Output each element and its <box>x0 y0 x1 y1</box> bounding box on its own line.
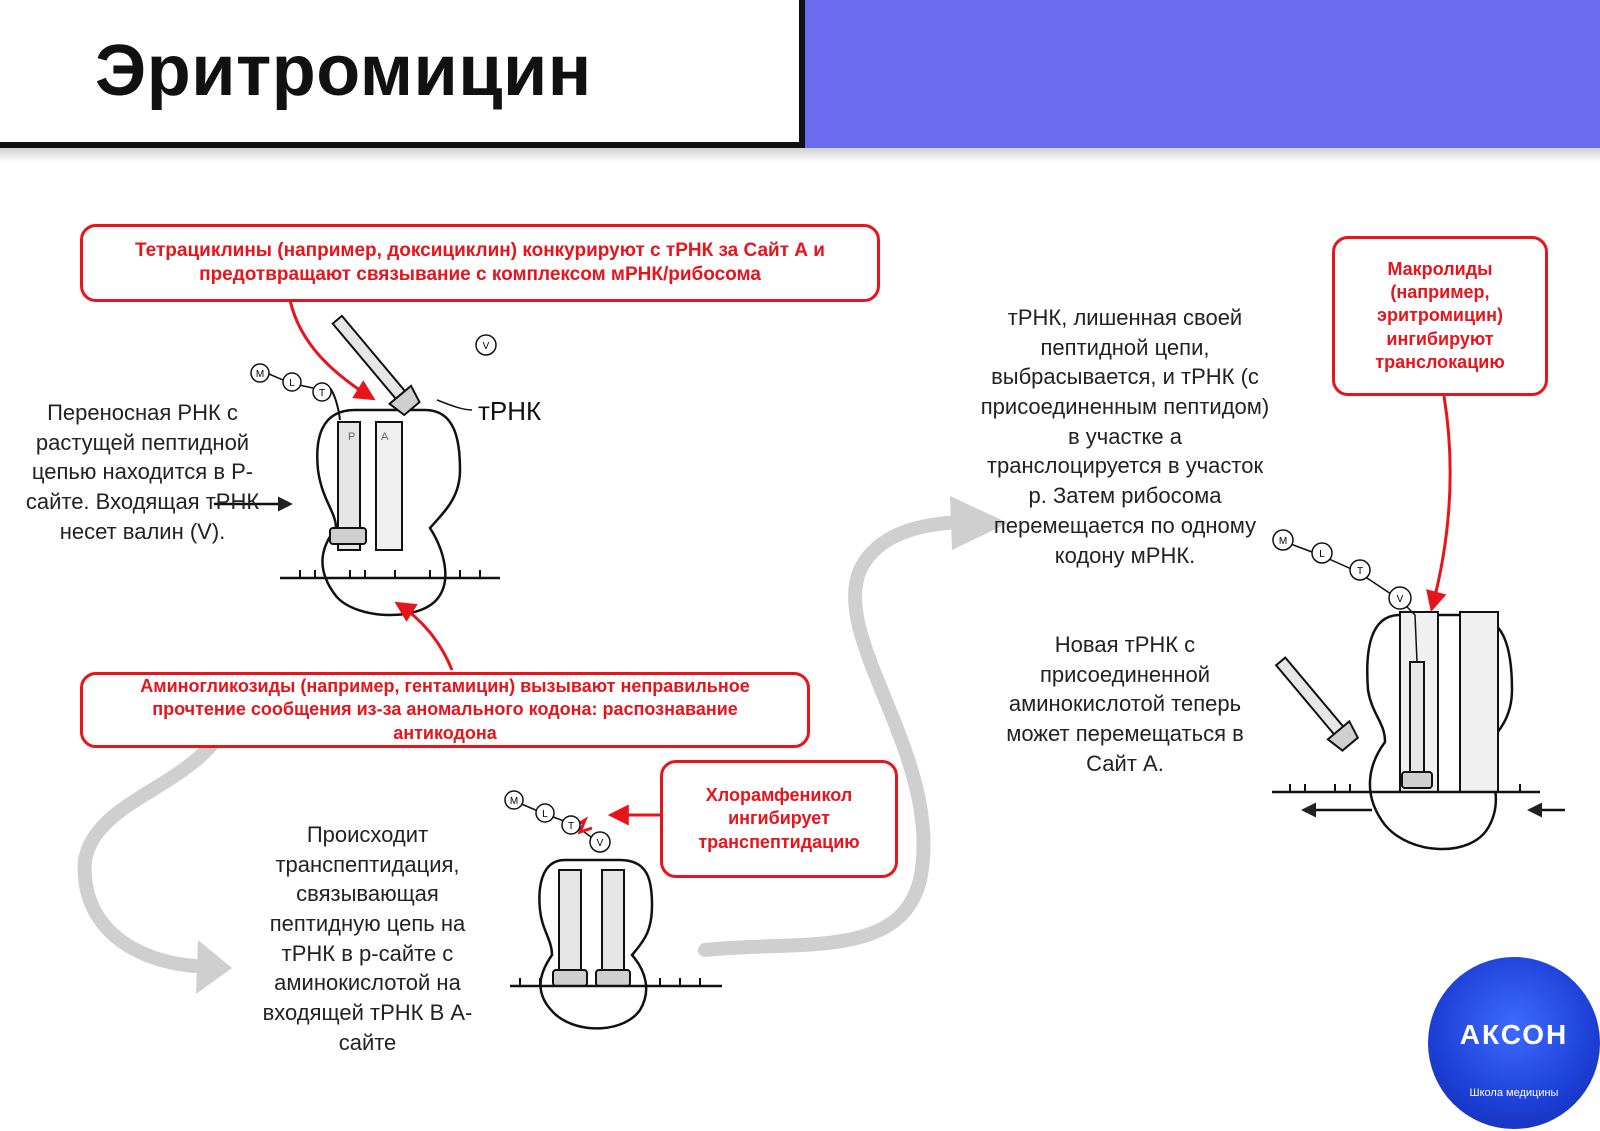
amino-v-incoming <box>475 334 497 356</box>
ribosome-2-a-trna <box>601 869 625 981</box>
amino-m-1 <box>250 363 270 383</box>
amino-v-2 <box>589 831 611 853</box>
callout-macrolides: Макролиды (например, эритромицин) ингиби… <box>1332 236 1548 396</box>
trna-label-leader <box>436 399 473 411</box>
callout-aminoglycosides: Аминогликозиды (например, гентамицин) вы… <box>80 672 810 748</box>
svg-text:L: L <box>1319 549 1325 560</box>
flow-arrow-heads <box>196 496 1008 994</box>
description-step-2: Происходит транспептидация, связывающая … <box>262 822 473 1055</box>
new-trna-3 <box>1274 656 1360 752</box>
peptide-chain-2 <box>511 799 596 841</box>
svg-text:V: V <box>597 838 604 849</box>
ribosome-1-a-site <box>375 421 403 551</box>
ribosome-3-a-site <box>1459 611 1499 793</box>
site-p-label: P <box>348 431 355 443</box>
incoming-trna <box>331 314 421 417</box>
flow-arrows <box>77 514 997 973</box>
tetracycline-arrow <box>288 299 376 401</box>
ribosome-1: P A M L T V тРНК <box>214 314 541 617</box>
aminoglycoside-arrow <box>394 601 454 671</box>
flow-arrow-left-head <box>196 940 232 994</box>
red-pointer-arrows <box>288 299 1452 826</box>
description-step-1: Переносная РНК с растущей пептидной цепь… <box>25 400 260 544</box>
svg-text:L: L <box>542 809 548 820</box>
svg-text:M: M <box>1279 536 1287 547</box>
ribosome-2-body <box>538 858 654 1030</box>
header-accent-band <box>805 0 1600 148</box>
ribosome-2-p-trna <box>558 869 582 981</box>
callout-tetracyclines: Тетрациклины (например, доксициклин) кон… <box>80 224 880 302</box>
mrna-1-ticks <box>299 570 481 578</box>
trna-label: тРНК <box>478 396 541 426</box>
amino-m-2 <box>504 790 524 810</box>
ribosome-3-anticodon <box>1401 771 1433 789</box>
amino-t-1 <box>312 382 332 402</box>
amino-v-3 <box>1388 586 1412 610</box>
ribosome-1-p-site-trna <box>337 421 361 551</box>
akson-logo: АКСОН Школа медицины <box>1428 957 1600 1129</box>
svg-text:V: V <box>483 341 490 352</box>
svg-text:V: V <box>1397 594 1404 605</box>
description-step-3: тРНК, лишенная своей пептидной цепи, выб… <box>980 305 1270 568</box>
svg-text:M: M <box>510 796 518 807</box>
amino-t-3 <box>1349 559 1371 581</box>
mrna-2-ticks <box>519 978 701 986</box>
amino-t-2 <box>561 815 581 835</box>
svg-text:T: T <box>319 388 325 399</box>
flow-arrow-right-head <box>950 496 1008 550</box>
ribosome-2-anticodon-p <box>552 969 588 987</box>
ribosome-2: M L T V <box>504 790 722 1030</box>
ribosome-3-trna <box>1409 661 1425 783</box>
ribosome-1-anticodon <box>329 527 367 545</box>
page-title: Эритромицин <box>95 31 592 111</box>
svg-text:M: M <box>256 369 264 380</box>
callout-chloramphenicol: Хлорамфеникол ингибирует транспептидацию <box>660 760 898 878</box>
macrolide-arrow <box>1426 395 1452 613</box>
svg-text:T: T <box>1357 566 1363 577</box>
amino-l-2 <box>535 803 555 823</box>
ribosome-2-anticodon-a <box>595 969 631 987</box>
mrna-3-ticks <box>1289 784 1521 792</box>
header-title-panel <box>0 0 805 148</box>
flow-arrow-left <box>77 735 221 973</box>
svg-text:L: L <box>289 378 295 389</box>
logo-text: АКСОН <box>1459 1019 1569 1050</box>
amino-l-1 <box>282 372 302 392</box>
site-a-label: A <box>381 431 389 443</box>
flow-arrow-right <box>698 514 997 957</box>
svg-text:T: T <box>568 821 574 832</box>
amino-m-3 <box>1272 529 1294 551</box>
amino-l-3 <box>1311 542 1333 564</box>
logo-subtitle: Школа медицины <box>1469 1087 1559 1099</box>
ribosome-3: M L T V <box>1272 529 1565 851</box>
description-step-4: Новая тРНК с присоединенной аминокислото… <box>1006 632 1244 776</box>
header-shadow <box>0 148 1600 162</box>
